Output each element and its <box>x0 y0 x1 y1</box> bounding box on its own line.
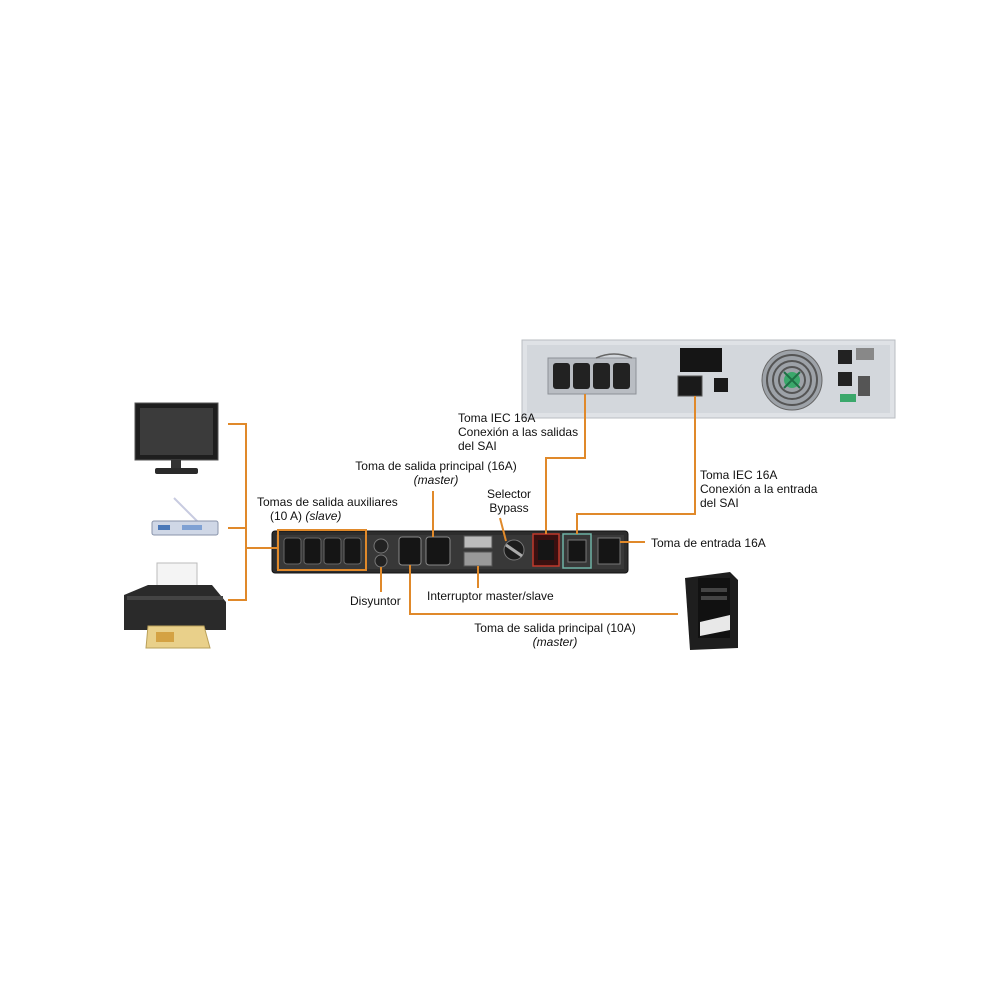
scanner-icon <box>151 497 219 536</box>
bypass-selector-label: Selector Bypass <box>486 487 532 515</box>
master-slave-switch-label: Interruptor master/slave <box>427 589 554 603</box>
printer-icon <box>124 562 226 649</box>
input-socket-label: Toma de entrada 16A <box>651 536 766 550</box>
iec-output-label: Toma IEC 16A Conexión a las salidas del … <box>458 411 579 453</box>
aux-outlets-label: Tomas de salida auxiliares (10 A) (slave… <box>257 495 398 523</box>
pc-tower-icon <box>685 572 738 650</box>
main-outlet-10a-label: Toma de salida principal (10A) (master) <box>474 621 636 649</box>
bypass-unit-icon <box>271 529 629 574</box>
connector-lines <box>228 394 696 615</box>
monitor-icon <box>134 402 219 474</box>
iec-input-label: Toma IEC 16A Conexión a la entrada del S… <box>700 468 818 510</box>
ups-icon <box>521 339 896 419</box>
main-outlet-16a-label: Toma de salida principal (16A) (master) <box>355 459 517 487</box>
breaker-label: Disyuntor <box>350 594 401 608</box>
